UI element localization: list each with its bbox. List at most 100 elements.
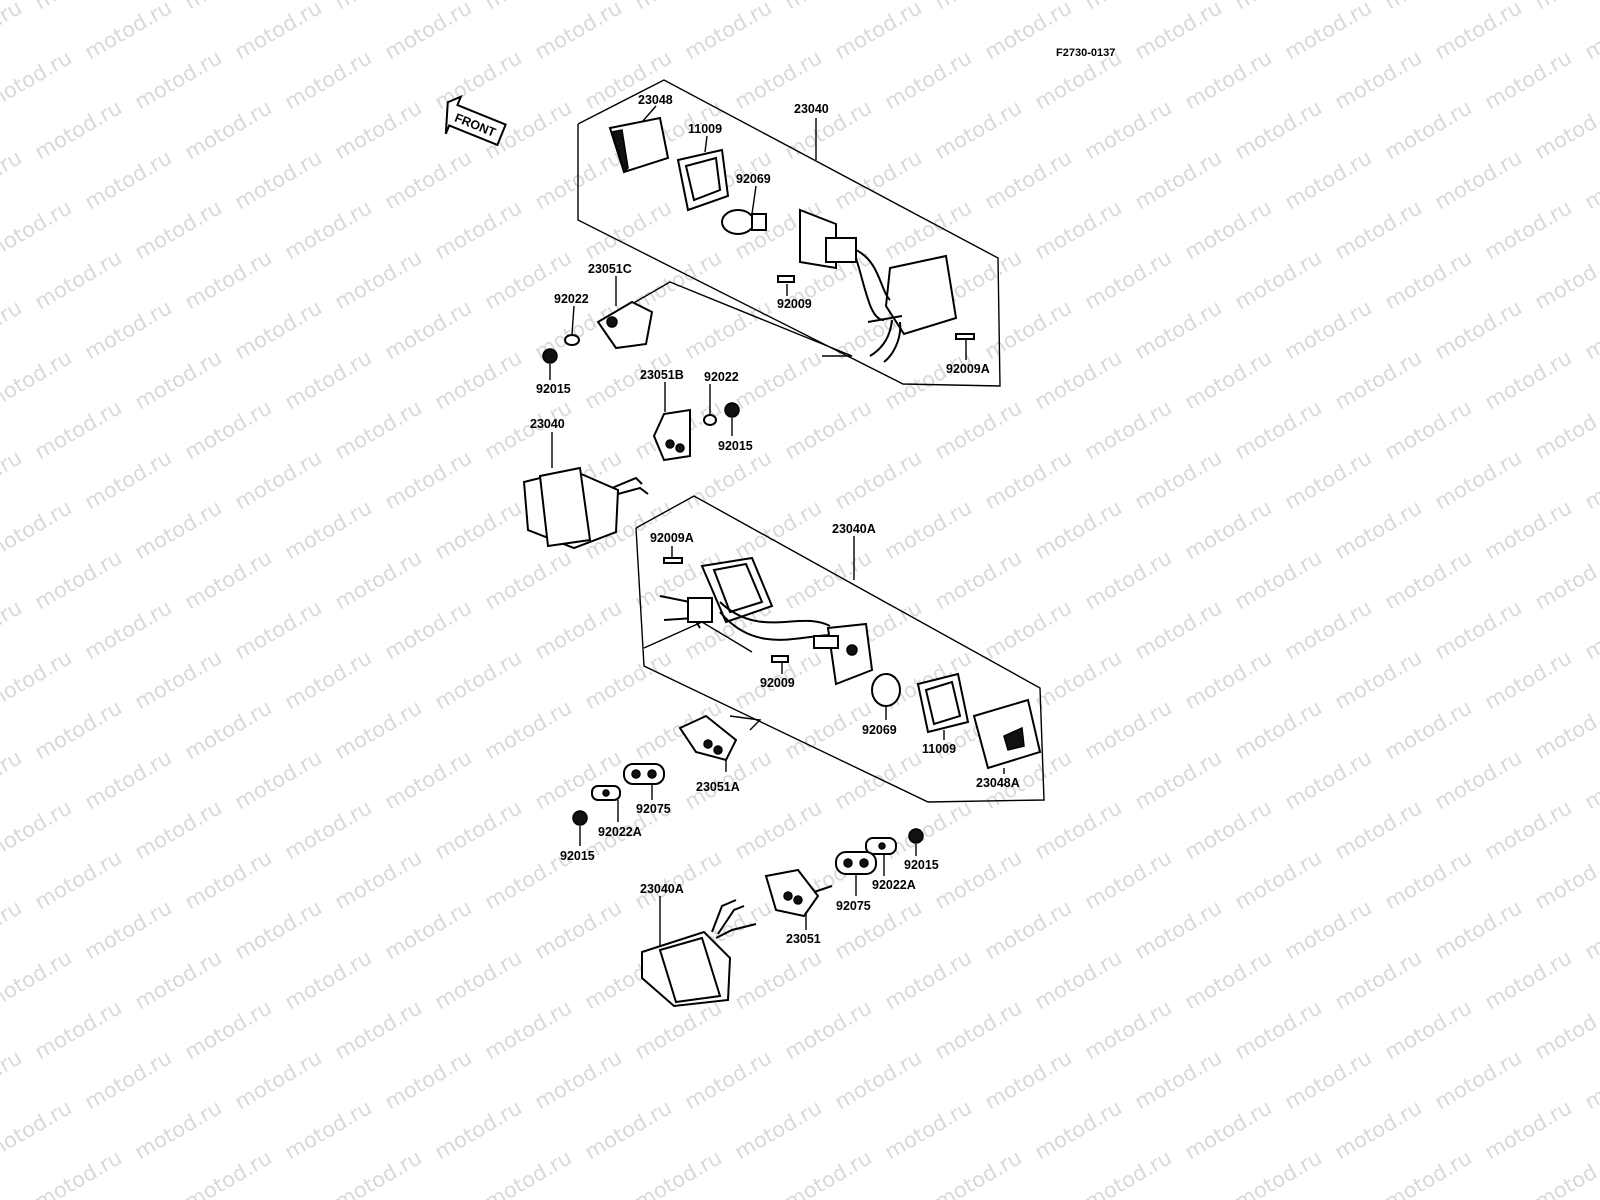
watermark-text: motod.ru [1281,595,1376,664]
callout-layer: 23048 11009 23040 92069 23051C 92022 920… [530,93,1020,946]
screw-92009A [663,557,683,564]
watermark-text: motod.ru [1531,995,1600,1064]
watermark-text: motod.ru [1431,1045,1526,1114]
callout-c11: 92022 [704,370,739,384]
nut-92015-d [908,828,924,844]
watermark-text: motod.ru [331,0,426,14]
watermark-text: motod.ru [1181,45,1276,114]
watermark-text: motod.ru [1181,1095,1276,1164]
nut-92015 [542,348,558,364]
bulb-92069 [721,209,767,235]
callout-c20: 23051A [696,780,740,794]
cover-23051A [678,714,738,762]
watermark-text: motod.ru [731,495,826,564]
watermark-text: motod.ru [381,145,476,214]
callout-c6: 92022 [554,292,589,306]
watermark-text: motod.ru [31,395,126,464]
watermark-text: motod.ru [1231,995,1326,1064]
watermark-text: motod.ru [1581,145,1600,214]
washer-92022 [564,334,580,346]
watermark-text: motod.ru [331,695,426,764]
watermark-text: motod.ru [431,45,526,114]
watermark-text: motod.ru [281,945,376,1014]
turn-signal-housing-23040A [659,556,841,641]
callout-c1: 23048 [638,93,673,107]
watermark-text: motod.ru [1431,0,1526,64]
watermark-text: motod.ru [431,345,526,414]
watermark-text: motod.ru [1481,45,1576,114]
watermark-text: motod.ru [431,945,526,1014]
callout-c19: 23048A [976,776,1020,790]
watermark-text: motod.ru [0,895,26,964]
watermark-text: motod.ru [81,445,176,514]
watermark-text: motod.ru [0,795,76,864]
callout-c25: 92022A [872,878,916,892]
watermark-text: motod.ru [881,495,976,564]
watermark-text: motod.ru [1481,645,1576,714]
watermark-text: motod.ru [1581,445,1600,514]
watermark-text: motod.ru [1481,795,1576,864]
watermark-text: motod.ru [0,145,26,214]
watermark-text: motod.ru [131,495,226,564]
watermark-text: motod.ru [481,995,576,1064]
watermark-text: motod.ru [481,1145,576,1200]
watermark-text: motod.ru [1381,95,1476,164]
callout-c15: 92009A [650,531,694,545]
watermark-text: motod.ru [281,795,376,864]
watermark-text: motod.ru [531,745,626,814]
watermark-text: motod.ru [1381,845,1476,914]
cover-23051B [652,408,691,462]
watermark-text: motod.ru [981,1045,1076,1114]
watermark-text: motod.ru [1331,345,1426,414]
watermark-text: motod.ru [1431,595,1526,664]
callout-c24: 92015 [904,858,939,872]
socket-housing-23040 [799,208,975,363]
watermark-text: motod.ru [1531,845,1600,914]
callout-c4: 92069 [736,172,771,186]
watermark-text: motod.ru [731,795,826,864]
watermark-text: motod.ru [531,895,626,964]
watermark-text: motod.ru [931,545,1026,614]
gasket-11009-b [916,672,970,734]
watermark-text: motod.ru [281,1095,376,1164]
watermark-text: motod.ru [331,545,426,614]
watermark-text: motod.ru [131,1095,226,1164]
watermark-text: motod.ru [1131,445,1226,514]
watermark-text: motod.ru [81,295,176,364]
watermark-text: motod.ru [831,145,926,214]
watermark-text: motod.ru [331,845,426,914]
watermark-text: motod.ru [1081,245,1176,314]
watermark-text: motod.ru [1081,995,1176,1064]
watermark-text: motod.ru [781,0,876,14]
watermark-text: motod.ru [1031,345,1126,414]
watermark-text: motod.ru [1081,395,1176,464]
watermark-text: motod.ru [31,1145,126,1200]
watermark-text: motod.ru [1131,295,1226,364]
watermark-text: motod.ru [431,645,526,714]
watermark-text: motod.ru [1581,1045,1600,1114]
callout-c9: 92009A [946,362,990,376]
watermark-text: motod.ru [1531,1145,1600,1200]
watermark-text: motod.ru [681,0,776,64]
watermark-text: motod.ru [1281,895,1376,964]
watermark-text: motod.ru [831,445,926,514]
watermark-text: motod.ru [1081,95,1176,164]
watermark-text: motod.ru [181,245,276,314]
callout-c26: 92075 [836,899,871,913]
watermark-text: motod.ru [181,695,276,764]
watermark-text: motod.ru [731,345,826,414]
turn-signal-23040A [641,899,757,1008]
watermark-text: motod.ru [981,445,1076,514]
watermark-text: motod.ru [181,395,276,464]
watermark-text: motod.ru [81,595,176,664]
washer-92022A-b [865,837,897,855]
watermark-text: motod.ru [1331,645,1426,714]
watermark-text: motod.ru [1281,1045,1376,1114]
watermark-text: motod.ru [1231,695,1326,764]
callout-c7: 92009 [777,297,812,311]
watermark-text: motod.ru [1131,0,1226,64]
watermark-text: motod.ru [1081,695,1176,764]
watermark-text: motod.ru [131,945,226,1014]
watermark-text: motod.ru [331,1145,426,1200]
